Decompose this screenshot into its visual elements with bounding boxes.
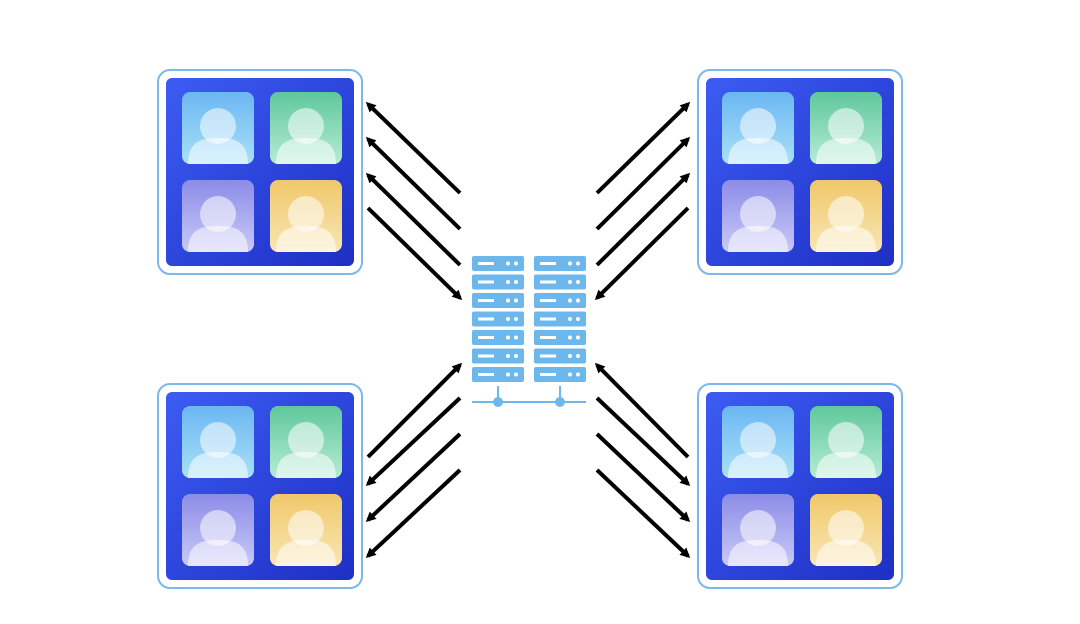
server-unit <box>472 274 524 290</box>
participant-tile-blue <box>182 406 254 478</box>
server-unit <box>472 330 524 345</box>
arrow-bottom-right-to-client <box>595 468 691 559</box>
participant-tile-green <box>810 406 882 478</box>
participant-tile-purple <box>182 494 254 566</box>
arrow-top-right-to-client <box>595 101 691 195</box>
participant-tile-blue <box>722 92 794 164</box>
server-unit <box>534 367 586 382</box>
participant-tile-green <box>270 92 342 164</box>
arrow-bottom-left-to-server <box>366 362 463 459</box>
client-node-bottom-left <box>157 383 363 589</box>
arrow-top-left-to-server <box>366 206 463 301</box>
participant-tile-purple <box>722 494 794 566</box>
arrow-top-right-to-server <box>594 206 690 301</box>
arrow-bottom-right-to-client <box>595 432 691 523</box>
client-node-top-left <box>157 69 363 275</box>
arrow-bottom-left-to-client <box>365 432 462 523</box>
participant-tile-purple <box>182 180 254 252</box>
arrow-top-left-to-client <box>365 136 462 231</box>
participant-tile-green <box>270 406 342 478</box>
server-unit <box>534 348 586 364</box>
participant-tile-blue <box>182 92 254 164</box>
arrow-bottom-left-to-client <box>365 468 462 559</box>
participant-tile-green <box>810 92 882 164</box>
server-rack-icon <box>472 256 586 407</box>
arrow-bottom-right-to-server <box>594 362 690 459</box>
arrow-top-right-to-client <box>595 172 691 267</box>
client-node-top-right <box>697 69 903 275</box>
server-unit <box>472 367 524 382</box>
participant-tile-purple <box>722 180 794 252</box>
participant-tile-yellow <box>810 180 882 252</box>
server-unit <box>472 348 524 364</box>
server-unit <box>534 311 586 327</box>
server-unit <box>534 293 586 308</box>
server-unit <box>534 330 586 345</box>
participant-tile-yellow <box>810 494 882 566</box>
arrow-top-left-to-client <box>365 172 462 267</box>
arrow-top-left-to-client <box>365 101 462 195</box>
server-unit <box>472 311 524 327</box>
server-unit <box>534 256 586 271</box>
arrow-bottom-left-to-client <box>365 396 462 487</box>
participant-tile-yellow <box>270 180 342 252</box>
server-unit <box>472 256 524 271</box>
arrow-top-right-to-client <box>595 136 691 231</box>
arrow-bottom-right-to-client <box>595 396 691 487</box>
server-unit <box>534 274 586 290</box>
participant-tile-blue <box>722 406 794 478</box>
server-unit <box>472 293 524 308</box>
client-node-bottom-right <box>697 383 903 589</box>
participant-tile-yellow <box>270 494 342 566</box>
